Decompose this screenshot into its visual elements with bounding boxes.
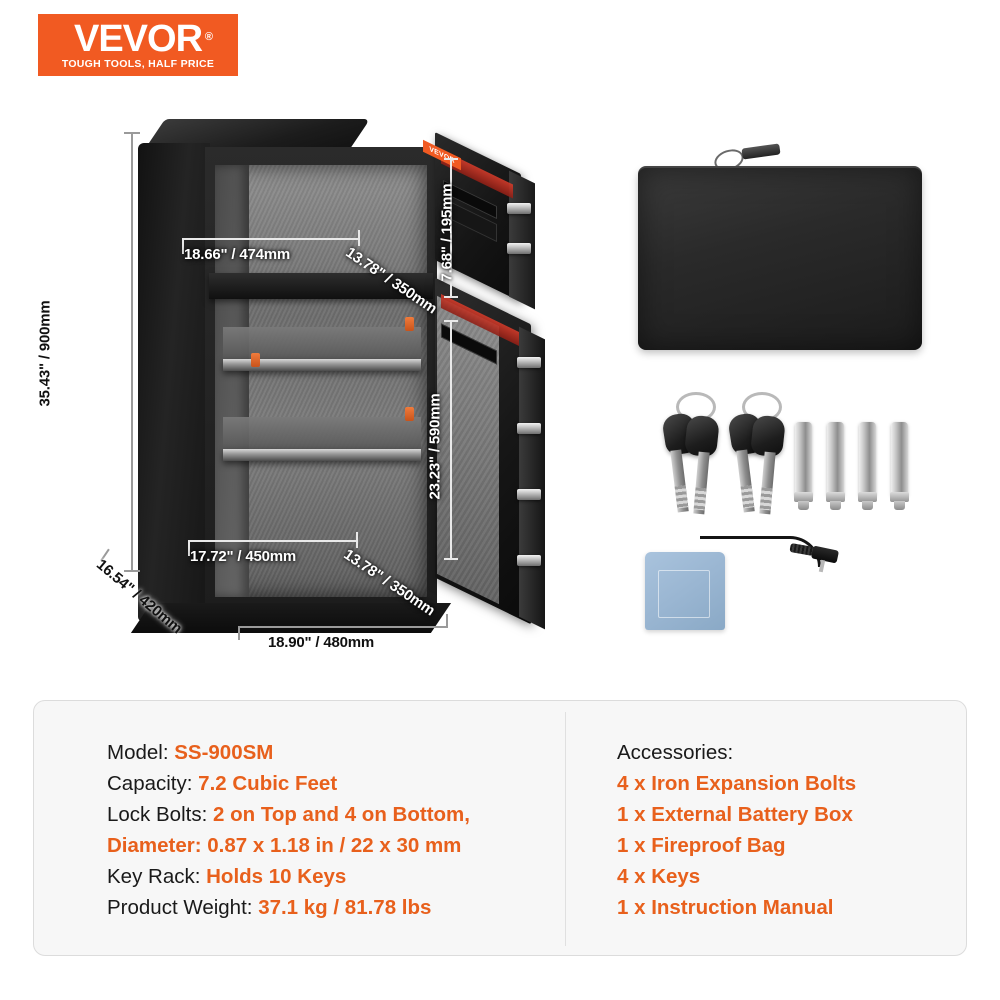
dimension-overall-width: 18.90" / 480mm — [268, 634, 375, 651]
dim-line — [238, 626, 448, 628]
dim-tick — [188, 540, 190, 556]
lock-bolt — [507, 243, 531, 254]
safe-illustration: VEVOR — [105, 105, 545, 675]
dim-line — [131, 132, 133, 572]
dim-tick — [238, 626, 240, 640]
lock-bolt — [517, 489, 541, 500]
spec-value-model: SS-900SM — [174, 741, 274, 764]
accessories-title: Accessories: — [617, 741, 734, 764]
expansion-bolt-tip — [862, 501, 873, 510]
accessory-item: 4 x Iron Expansion Bolts — [617, 772, 857, 795]
expansion-bolt-tip — [830, 501, 841, 510]
shelf-peg — [405, 407, 414, 421]
lower-door-edge — [519, 326, 545, 630]
dim-tick — [356, 532, 358, 548]
expansion-bolt-tip — [894, 501, 905, 510]
shelf-lower — [223, 449, 421, 461]
lock-bolt — [517, 357, 541, 368]
battery-box-lid-outline — [658, 570, 710, 618]
expansion-bolt — [794, 422, 813, 510]
dim-tick — [124, 570, 140, 572]
spec-label-key-rack: Key Rack: — [107, 865, 201, 888]
dimension-bottom-compartment-height: 23.23" / 590mm — [426, 393, 444, 500]
spec-row-diameter: Diameter: 0.87 x 1.18 in / 22 x 30 mm — [107, 834, 462, 857]
shelf-peg — [405, 317, 414, 331]
specification-panel — [33, 700, 967, 956]
dimension-interior-top-width: 18.66" / 474mm — [184, 246, 291, 263]
specification-list: Model: SS-900SM Capacity: 7.2 Cubic Feet… — [107, 737, 557, 923]
battery-box-plug-pin — [818, 559, 826, 573]
expansion-bolt-nut — [890, 492, 909, 502]
key-blade — [670, 449, 689, 513]
lock-bolt — [517, 555, 541, 566]
key-blade — [759, 451, 776, 515]
shelf-slab-lower — [223, 417, 421, 451]
spec-row-capacity: Capacity: 7.2 Cubic Feet — [107, 768, 557, 799]
safe-interior-side-wall — [215, 165, 249, 597]
dim-tick — [446, 614, 448, 628]
dim-line — [450, 158, 452, 298]
key-blade — [693, 451, 710, 515]
spec-label-product-weight: Product Weight: — [107, 896, 253, 919]
registered-trademark-icon: ® — [204, 30, 213, 43]
accessory-item: 4 x Keys — [617, 865, 701, 888]
expansion-bolt-shaft — [795, 422, 812, 496]
expansion-bolt-nut — [826, 492, 845, 502]
bag-zipper-pull — [741, 143, 781, 160]
expansion-bolt-shaft — [891, 422, 908, 496]
fireproof-bag — [638, 168, 922, 350]
dim-line — [188, 540, 358, 542]
expansion-bolt-shaft — [827, 422, 844, 496]
lock-bolt — [507, 203, 531, 214]
logo-tagline: TOUGH TOOLS, HALF PRICE — [61, 57, 215, 70]
shelf-peg — [251, 353, 260, 367]
spec-value-lock-bolts: 2 on Top and 4 on Bottom, — [212, 803, 470, 826]
expansion-bolt — [858, 422, 877, 510]
spec-label-model: Model: — [107, 741, 169, 764]
spec-row-lock-bolts: Lock Bolts: 2 on Top and 4 on Bottom, — [107, 799, 557, 830]
dimension-interior-bottom-width: 17.72" / 450mm — [190, 548, 297, 565]
spec-value-product-weight: 37.1 kg / 81.78 lbs — [258, 896, 432, 919]
logo-text: VEVOR — [73, 17, 203, 60]
expansion-bolt-tip — [798, 501, 809, 510]
dim-tick — [358, 230, 360, 246]
accessory-item: 1 x Fireproof Bag — [617, 834, 786, 857]
spec-value-capacity: 7.2 Cubic Feet — [198, 772, 338, 795]
accessory-item: 1 x Instruction Manual — [617, 896, 834, 919]
shelf-upper — [223, 359, 421, 371]
spec-label-lock-bolts: Lock Bolts: — [107, 803, 208, 826]
vevor-logo: VEVOR® TOUGH TOOLS, HALF PRICE — [38, 14, 238, 76]
expansion-bolt-nut — [794, 492, 813, 502]
expansion-bolt — [890, 422, 909, 510]
key-blade — [736, 449, 755, 513]
safe-interior-felt — [215, 165, 427, 597]
lock-bolt — [517, 423, 541, 434]
dim-tick — [444, 296, 458, 298]
dimension-top-compartment-height: 7.68" / 195mm — [438, 183, 456, 282]
expansion-bolt-shaft — [859, 422, 876, 496]
spec-row-product-weight: Product Weight: 37.1 kg / 81.78 lbs — [107, 892, 557, 923]
dim-tick — [444, 558, 458, 560]
accessory-item: 1 x External Battery Box — [617, 803, 853, 826]
expansion-bolt-nut — [858, 492, 877, 502]
spec-row-model: Model: SS-900SM — [107, 737, 557, 768]
accessories-list: Accessories: 4 x Iron Expansion Bolts 1 … — [617, 737, 947, 923]
expansion-bolt — [826, 422, 845, 510]
dimension-overall-height: 35.43" / 900mm — [36, 300, 54, 407]
dim-tick — [182, 238, 184, 254]
dim-line — [182, 238, 360, 240]
panel-divider — [565, 712, 566, 946]
spec-value-key-rack: Holds 10 Keys — [206, 865, 347, 888]
spec-label-capacity: Capacity: — [107, 772, 193, 795]
logo-wordmark: VEVOR® — [73, 17, 213, 60]
dim-line — [450, 320, 452, 560]
spec-row-key-rack: Key Rack: Holds 10 Keys — [107, 861, 557, 892]
compartment-divider — [209, 273, 433, 299]
